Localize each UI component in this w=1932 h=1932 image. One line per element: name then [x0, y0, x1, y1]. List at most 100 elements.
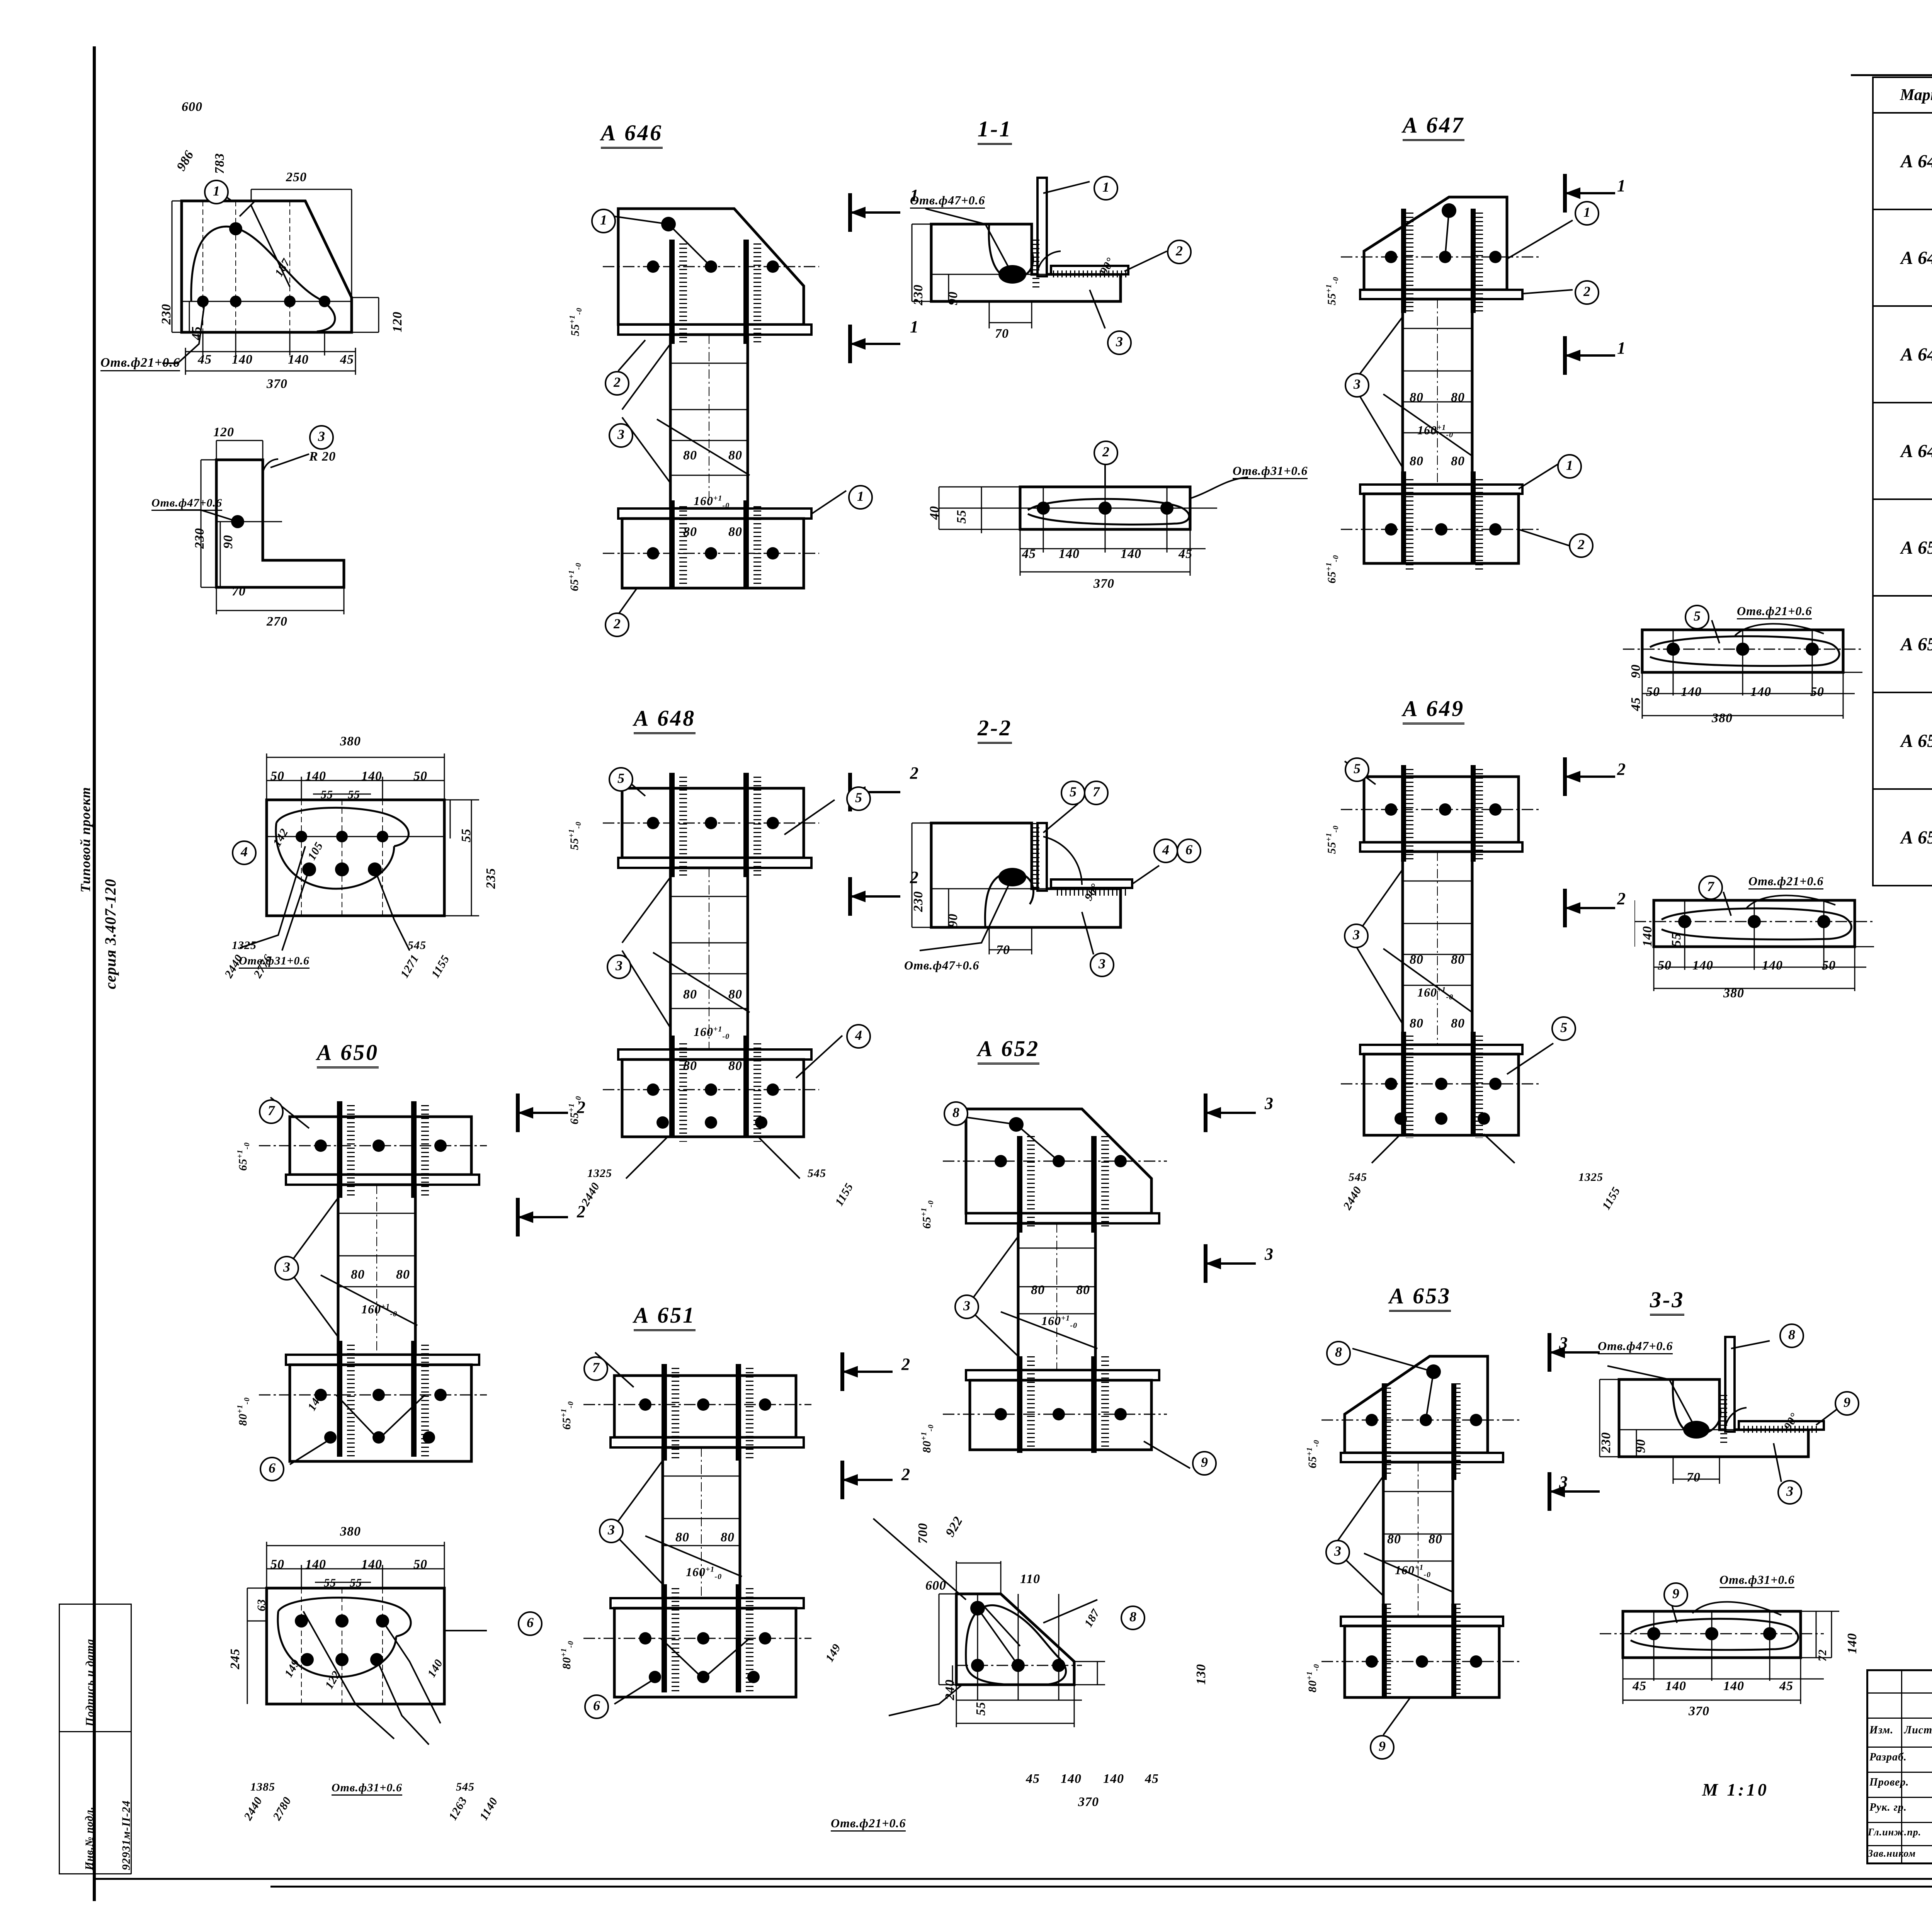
dim-45a: 45: [198, 352, 212, 367]
dim-50a-a648: 50: [270, 769, 284, 783]
dim-50b-p5: 50: [1810, 685, 1824, 699]
dim-40-p2: 40: [927, 506, 942, 520]
dim-80-a653: 80+1-0: [1305, 1663, 1321, 1692]
weld-hatch-s22: [1032, 823, 1039, 891]
dim-545-a648: 545: [408, 939, 426, 952]
sheet-frame-bottom2: [270, 1886, 1932, 1888]
bubble-5-a649: 5: [1345, 757, 1369, 782]
specification-table: МаркаN N°Дет.СечениеДлинаммКол-воМасса в…: [1872, 76, 1932, 887]
dim-545-a649: 545: [1349, 1171, 1367, 1184]
dim-1140: 1140: [477, 1795, 500, 1823]
dim-65-a653: 65+1-0: [1305, 1439, 1321, 1468]
dim-55a-bl: 55: [324, 1577, 336, 1589]
dim-80-a648-3: 80: [683, 1059, 697, 1073]
label-otv31-p2: Отв.ф31+0.6: [1233, 464, 1308, 479]
dim-140b-p7: 140: [1762, 958, 1783, 973]
tb-role-0: Разраб.: [1869, 1751, 1907, 1763]
dim-80-a647-4: 80: [1451, 454, 1465, 468]
weld-hatch-a649: [1475, 1036, 1483, 1138]
weld-hatch-a649: [1406, 1036, 1413, 1138]
tb-role-1: Провер.: [1869, 1776, 1909, 1788]
dim-45b-p9: 45: [1779, 1679, 1793, 1693]
bubble-3-a651: 3: [599, 1519, 624, 1543]
label-otv31-p9: Отв.ф31+0.6: [1719, 1573, 1795, 1588]
spec-row: А 6494– 235 х 1038017.0720: [1872, 402, 1932, 500]
bubble-1-s11: 1: [1094, 176, 1118, 201]
dim-90-s11: 90: [946, 291, 960, 305]
weld-hatch: [672, 1588, 679, 1694]
title-a649: А 649: [1403, 696, 1465, 724]
spec-row: А 6484– 235 х 1038017.0720: [1872, 305, 1932, 404]
dim-2440-bl: 2440: [242, 1794, 265, 1823]
bubble-3-a650: 3: [274, 1256, 299, 1281]
sec-mark-1-top-a647: 1: [1617, 176, 1626, 195]
weld-hatch-a652: [1027, 1136, 1035, 1229]
dim-1325-a648: 1325: [587, 1167, 612, 1180]
bubble-5-a649b: 5: [1551, 1016, 1576, 1041]
dim-545-a648b: 545: [808, 1167, 826, 1180]
dim-80-a651-2: 80: [721, 1530, 735, 1544]
weld-hatch-a652: [1101, 1356, 1109, 1451]
dim-55-a647: 55+1-0: [1325, 276, 1340, 305]
bubble-6-bl: 6: [518, 1611, 543, 1636]
dim-45b: 45: [340, 352, 354, 367]
dim-783: 783: [213, 153, 227, 174]
dim-140a: 140: [232, 352, 253, 367]
dim-80-a649-1: 80: [1410, 952, 1423, 967]
dim-45b-p2: 45: [1179, 547, 1192, 561]
dim-230-s33: 230: [1599, 1432, 1613, 1453]
dim-80-a646-1: 80: [683, 448, 697, 463]
sec-mark-1-bot-a647: 1: [1617, 338, 1626, 357]
dim-130-a652: 130: [1194, 1664, 1208, 1685]
dim-55-p2: 55: [954, 510, 969, 524]
dim-80-a650-2: 80: [396, 1267, 410, 1282]
bubble-1-a646-top: 1: [591, 209, 616, 233]
dim-90-p5: 90: [1629, 664, 1643, 678]
spec-cell-marka: А 646: [1872, 112, 1932, 211]
dim-90-s22: 90: [946, 913, 960, 927]
dim-140a-a652: 140: [1061, 1772, 1082, 1786]
spec-cell-marka: А 652: [1872, 692, 1932, 790]
bubble-3-a648: 3: [607, 954, 631, 979]
spec-row: А 6506– 245 х 1038017.3720: [1872, 498, 1932, 597]
dim-2780: 2780: [270, 1794, 294, 1823]
dim-140-p7: 140: [1640, 926, 1655, 947]
dim-65-a650: 65+1-0: [236, 1142, 251, 1171]
dim-380-bl: 380: [340, 1524, 361, 1539]
dim-235-a648: 235: [484, 868, 498, 889]
bubble-5-a648b: 5: [846, 786, 871, 811]
spec-th-marka: Марка: [1872, 76, 1932, 114]
dim-55b-a648: 55: [348, 788, 360, 801]
dim-80-a647-2: 80: [1451, 390, 1465, 405]
bubble-3-angle: 3: [309, 425, 334, 450]
sec-mark-2-top-a649: 2: [1617, 760, 1626, 779]
inv-podl-label: Инв.№ подл.: [83, 1806, 95, 1870]
dim-370-p9: 370: [1689, 1704, 1709, 1718]
dim-55c-a648: 55: [459, 828, 473, 842]
sec-mark-2-bot-a651: 2: [901, 1465, 910, 1484]
spec-row: А 6516– 245 х 1038017.3720: [1872, 595, 1932, 694]
dim-50b-bl: 50: [413, 1557, 427, 1571]
bubble-5-a648: 5: [609, 767, 633, 792]
title-a650: А 650: [317, 1039, 379, 1068]
dim-140a-bl: 140: [305, 1557, 326, 1571]
weld-hatch-a649: [1406, 769, 1413, 862]
label-otv47-s22: Отв.ф47+0.6: [904, 958, 980, 972]
dim-1325-a649: 1325: [1578, 1171, 1603, 1184]
bubble-2-s11: 2: [1167, 240, 1192, 264]
dim-140b-a648: 140: [361, 769, 382, 783]
dim-1263: 1263: [446, 1794, 470, 1823]
bubble-1-top: 1: [204, 180, 229, 204]
bubble-4-s22: 4: [1153, 838, 1178, 863]
bubble-2-a647-top: 2: [1575, 280, 1599, 305]
bubble-3-a649: 3: [1344, 923, 1369, 948]
dim-80-a652-2: 80: [1076, 1283, 1090, 1297]
dim-50a-p7: 50: [1658, 958, 1672, 973]
dim-72-p9: 72: [1816, 1649, 1829, 1662]
dim-80-a650-1: 80: [351, 1267, 365, 1282]
dim-45a-p2: 45: [1022, 547, 1036, 561]
dim-120: 120: [390, 311, 405, 332]
dim-50b-a648: 50: [413, 769, 427, 783]
dim-45b-a652: 45: [1145, 1772, 1159, 1786]
weld-hatch-a649: [1475, 769, 1483, 862]
